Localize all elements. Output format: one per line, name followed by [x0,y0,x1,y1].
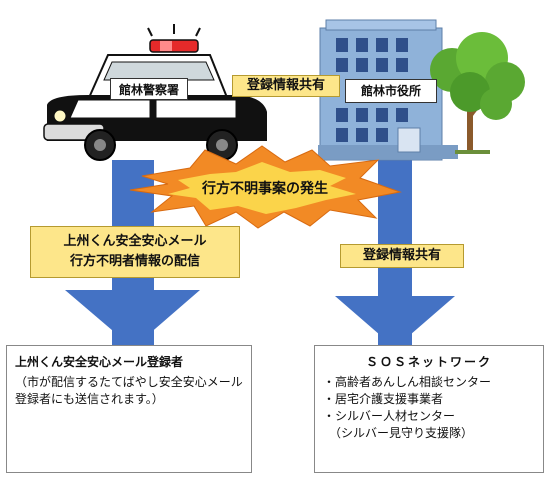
tree [430,32,525,154]
mail-delivery-label: 上州くん安全安心メール 行方不明者情報の配信 [30,226,240,278]
right-share-label: 登録情報共有 [340,244,464,268]
incident-label: 行方不明事案の発生 [202,181,328,197]
list-item: ・シルバー人材センター [323,409,456,423]
city-office-label: 館林市役所 [345,79,437,103]
list-item: ・居宅介護支援事業者 [323,392,444,406]
sos-network-list: ・高齢者あんしん相談センター ・居宅介護支援事業者 ・シルバー人材センター （シ… [323,374,535,442]
top-share-label: 登録情報共有 [232,75,340,97]
mail-registrants-note: （市が配信するたてばやし安全安心メール登録者にも送信されます。） [15,375,243,406]
sos-network-box: ＳＯＳネットワーク ・高齢者あんしん相談センター ・居宅介護支援事業者 ・シルバ… [314,345,544,473]
police-car [43,24,267,161]
mail-delivery-line1: 上州くん安全安心メール [63,234,207,249]
mail-registrants-box: 上州くん安全安心メール登録者 （市が配信するたてばやし安全安心メール登録者にも送… [6,345,252,473]
mail-delivery-line2: 行方不明者情報の配信 [69,254,200,269]
incident-burst [129,145,402,229]
list-item: （シルバー見守り支援隊） [323,426,474,440]
list-item: ・高齢者あんしん相談センター [323,375,492,389]
police-station-label: 館林警察署 [110,78,188,100]
sos-network-title: ＳＯＳネットワーク [365,355,492,369]
mail-registrants-title: 上州くん安全安心メール登録者 [15,355,184,369]
